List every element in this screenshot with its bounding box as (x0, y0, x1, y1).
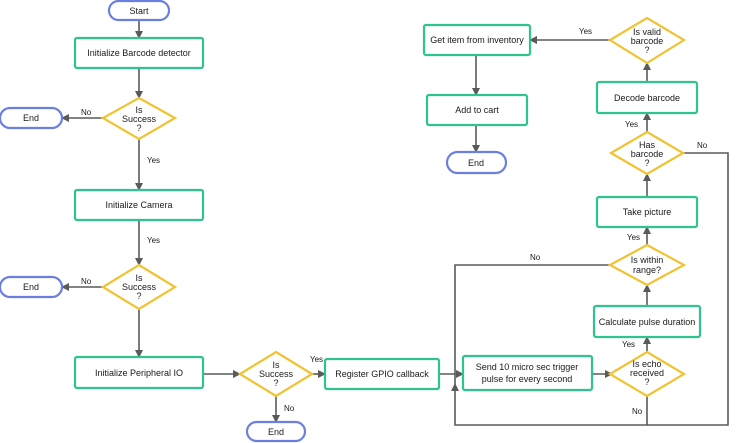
decision-3-line-3: ? (273, 378, 278, 388)
register-gpio-box: Register GPIO callback (323, 357, 441, 391)
dec3-yes-label: Yes (310, 355, 323, 364)
decision-echo-line-2: received (630, 368, 664, 378)
decode-barcode-box: Decode barcode (595, 80, 699, 115)
edge-barcode-no (647, 152, 729, 426)
calc-pulse-label: Calculate pulse duration (599, 317, 696, 327)
decision-range-line-1: Is within (631, 255, 664, 265)
end-3-label: End (268, 427, 284, 437)
barcode-no-label: No (697, 141, 708, 150)
decision-range: Is within range? (607, 243, 687, 287)
init-camera-box: Initialize Camera (73, 188, 205, 222)
valid-yes-label: Yes (579, 27, 592, 36)
decision-1: Is Success ? (100, 96, 178, 141)
dec2-no-label: No (81, 277, 92, 286)
end-1-label: End (23, 113, 39, 123)
end-terminal-2: End (0, 275, 64, 299)
decision-echo-line-3: ? (644, 377, 649, 387)
decision-2-line-3: ? (136, 291, 141, 301)
decision-3-line-2: Success (259, 369, 294, 379)
take-picture-label: Take picture (623, 207, 672, 217)
decision-3-line-1: Is (272, 360, 280, 370)
decision-1-line-3: ? (136, 123, 141, 133)
range-yes-label: Yes (627, 233, 640, 242)
init-io-label: Initialize Peripheral IO (95, 368, 183, 378)
echo-yes-label: Yes (622, 340, 635, 349)
dec2-yes-label: Yes (147, 236, 160, 245)
decision-range-line-2: range? (633, 265, 661, 275)
get-item-box: Get item from inventory (422, 23, 532, 57)
end-terminal-3: End (245, 420, 307, 443)
decision-barcode-line-1: Has (639, 140, 656, 150)
send-trigger-line-2: pulse for every second (482, 374, 573, 384)
decision-barcode-line-3: ? (644, 158, 649, 168)
end-4-label: End (468, 158, 484, 168)
init-camera-label: Initialize Camera (105, 200, 172, 210)
dec1-no-label: No (81, 108, 92, 117)
get-item-label: Get item from inventory (430, 35, 524, 45)
range-no-label: No (530, 253, 541, 262)
decision-echo-line-1: Is echo (632, 359, 661, 369)
decision-valid-line-3: ? (644, 45, 649, 55)
end-terminal-1: End (0, 106, 64, 130)
init-io-box: Initialize Peripheral IO (73, 355, 205, 390)
end-2-label: End (23, 282, 39, 292)
register-gpio-label: Register GPIO callback (335, 369, 429, 379)
decision-2-line-2: Success (122, 282, 157, 292)
end-terminal-4: End (445, 150, 508, 175)
barcode-yes-label: Yes (625, 120, 638, 129)
dec1-yes-label: Yes (147, 156, 160, 165)
dec3-no-label: No (284, 404, 295, 413)
edge-echo-no (451, 383, 648, 426)
decision-barcode-line-2: barcode (631, 149, 664, 159)
decision-valid-line-1: Is valid (633, 27, 661, 37)
start-label: Start (129, 6, 149, 16)
decision-barcode: Has barcode ? (608, 130, 686, 176)
take-picture-box: Take picture (595, 195, 699, 229)
decision-2: Is Success ? (100, 263, 178, 311)
calc-pulse-box: Calculate pulse duration (592, 304, 702, 339)
init-barcode-label: Initialize Barcode detector (87, 48, 191, 58)
edge-labels: No Yes Yes No Yes No Yes No Yes No Yes N… (81, 27, 708, 416)
decision-1-line-1: Is (135, 105, 143, 115)
edges (61, 20, 729, 426)
decode-barcode-label: Decode barcode (614, 93, 680, 103)
init-barcode-box: Initialize Barcode detector (73, 36, 205, 70)
send-trigger-box: Send 10 micro sec trigger pulse for ever… (461, 354, 594, 392)
add-cart-label: Add to cart (455, 105, 499, 115)
start-terminal: Start (107, 0, 171, 22)
decision-2-line-1: Is (135, 273, 143, 283)
send-trigger-line-1: Send 10 micro sec trigger (476, 362, 579, 372)
decision-valid: Is valid barcode ? (607, 16, 687, 65)
echo-no-label: No (632, 407, 643, 416)
add-cart-box: Add to cart (425, 93, 529, 127)
decision-1-line-2: Success (122, 114, 157, 124)
decision-valid-line-2: barcode (631, 36, 664, 46)
decision-3: Is Success ? (237, 350, 315, 398)
decision-echo: Is echo received ? (607, 350, 687, 398)
edge-range-no (454, 264, 612, 384)
